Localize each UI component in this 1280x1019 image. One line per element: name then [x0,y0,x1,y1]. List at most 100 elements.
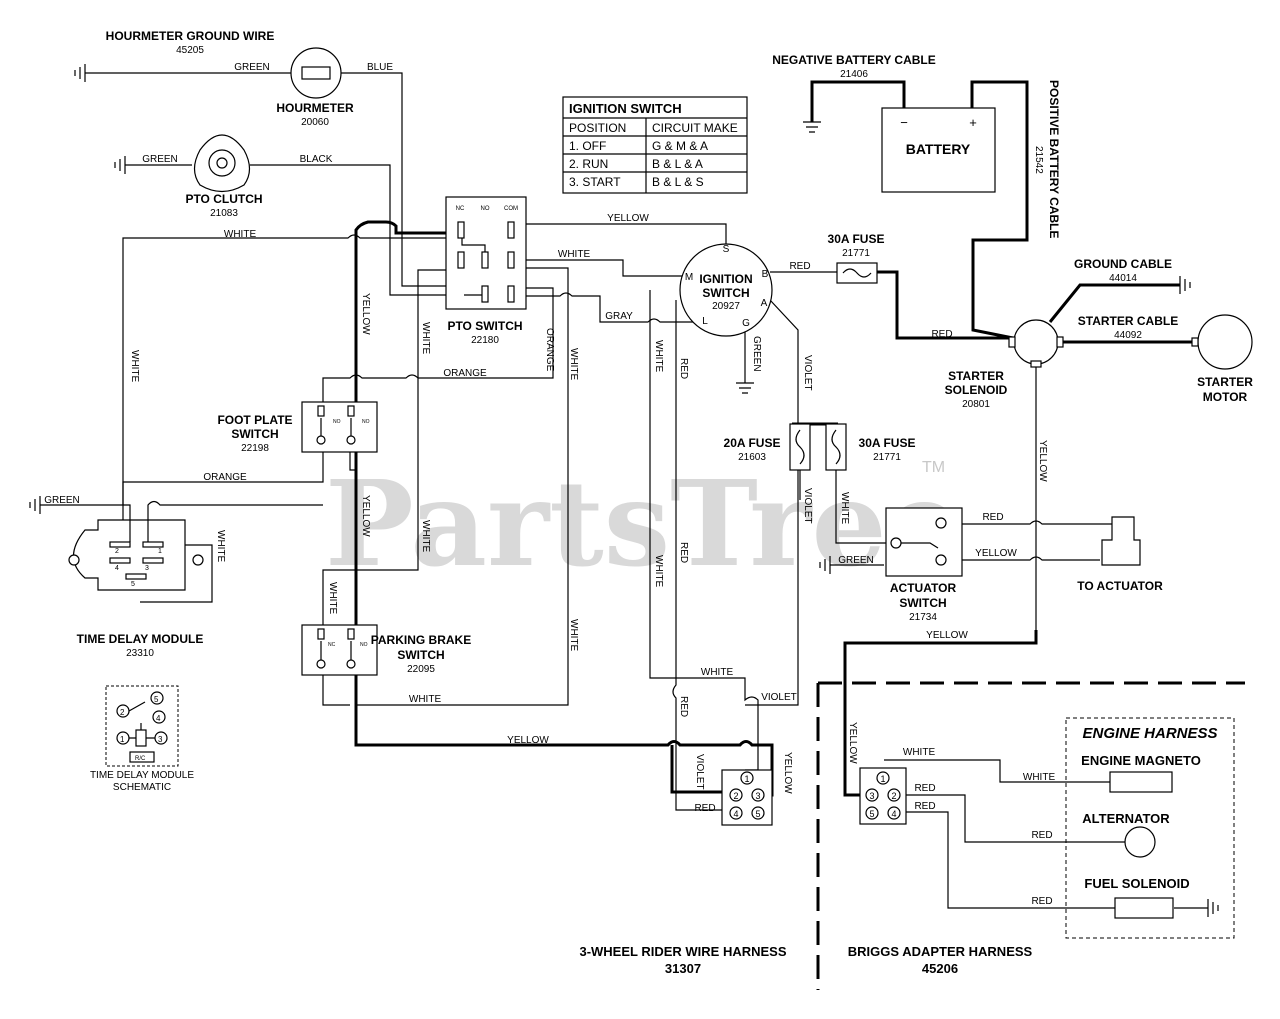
tdm-pin-2: 2 [115,548,119,555]
watermark-text: PartsTree [325,454,962,593]
parking-terminal-nc: NC [328,642,336,648]
wire-label-green: GREEN [142,154,178,165]
engine-harness-title: ENGINE HARNESS [1082,725,1217,742]
wire-label-red: RED [914,783,935,794]
gray-to-ignition-l [514,292,708,323]
tds-pin: 1 [120,735,125,744]
starter-cable-label: STARTER CABLE [1078,314,1178,328]
red-ignition-down [672,300,722,811]
tds-pin: 5 [154,695,159,704]
pto-clutch-label: PTO CLUTCH [185,192,262,206]
foot-plate-switch-label-1: FOOT PLATE [217,413,292,427]
wire-label-orange: ORANGE [443,368,487,379]
ignition-table-title: IGNITION SWITCH [569,101,682,116]
connector-pin: 3 [869,791,874,801]
connector-pin: 5 [755,809,760,819]
connector-pin: 2 [891,791,896,801]
tdm-pin-5: 5 [131,581,135,588]
time-delay-schematic-label-2: SCHEMATIC [113,782,171,793]
wire-label-yellow: YELLOW [360,495,371,537]
wires [40,72,1208,909]
wire-label-white: WHITE [558,249,591,260]
violet-thick-connector [670,745,722,794]
ground-icon [736,382,754,394]
wire-label-violet: VIOLET [761,692,797,703]
ignition-table-cell: 3. START [569,175,621,189]
wire-label-yellow: YELLOW [507,735,549,746]
wire-labels: GREEN BLUE GREEN BLACK WHITE YELLOW WHIT… [44,62,1055,907]
connector-pin: 3 [755,791,760,801]
parking-brake-switch-label-1: PARKING BRAKE [371,633,471,647]
hourmeter-label: HOURMETER [276,101,354,115]
yellow-bottom-thick [354,560,774,797]
wire-label-green: GREEN [751,336,762,372]
ground-cable-wire [1048,283,1180,323]
time-delay-module-label: TIME DELAY MODULE [77,632,204,646]
ignition-table-cell: 2. RUN [569,157,608,171]
starter-solenoid-label-1: STARTER [948,369,1004,383]
white-left-loop [122,234,466,505]
ground-icon [803,121,821,133]
ignition-terminal-g: G [742,318,750,329]
violet-ignition-a [745,299,799,706]
pto-switch-label: PTO SWITCH [447,319,522,333]
wire-label-white: WHITE [215,530,226,563]
ignition-table-cell: B & L & A [652,157,703,171]
wire-label-gray: GRAY [605,311,633,322]
wire-label-white: WHITE [1023,772,1056,783]
actuator-switch [885,507,963,577]
wire-label-green: GREEN [234,62,270,73]
ground-cable-label: GROUND CABLE [1074,257,1172,271]
yellow-to-ignition-s [514,223,727,246]
harness-connector-right [859,767,907,825]
wire-label-white: WHITE [420,322,431,355]
fuse-30a-top-label: 30A FUSE [828,232,885,246]
hourmeter-ground-wire-part: 45205 [176,45,204,56]
wire-label-white: WHITE [653,340,664,373]
wire-label-yellow: YELLOW [926,630,968,641]
fuse-30a-mid-part: 21771 [873,452,901,463]
parking-left-wire [322,668,350,706]
wire-label-white: WHITE [701,667,734,678]
connector-pin: 4 [733,809,738,819]
white-pto-down-wire [322,269,462,625]
alternator-label: ALTERNATOR [1082,811,1170,826]
foot-plate-terminal-no-2: NO [362,419,370,425]
wire-label-white: WHITE [903,747,936,758]
time-delay-module [68,519,204,591]
negative-battery-cable-wire [810,80,906,122]
white-ignition-down [649,290,759,771]
ignition-switch [679,243,773,337]
wire-label-white: WHITE [839,492,850,525]
pto-terminal-no: NO [481,206,490,212]
wire-label-red: RED [678,696,689,717]
engine-harness [1065,717,1235,939]
main-yellow-wire [354,220,466,560]
parking-brake-switch-part: 22095 [407,664,435,675]
briggs-harness-label: BRIGGS ADAPTER HARNESS [848,944,1033,959]
ground-icon [29,496,41,514]
pto-switch [445,196,527,310]
white-to-ignition-m [514,259,684,277]
positive-battery-cable-part: 21542 [1033,146,1044,174]
tds-pin: 4 [156,714,161,723]
tdm-white-wire [140,544,213,603]
wire-label-orange: ORANGE [203,472,247,483]
battery [881,107,996,193]
tdm-pin-3: 3 [145,565,149,572]
fuel-solenoid-label: FUEL SOLENOID [1084,876,1189,891]
ground-icon [819,556,831,574]
foot-plate-switch [301,401,378,453]
wire-label-white: WHITE [224,229,257,240]
wire-label-white: WHITE [568,348,579,381]
ignition-terminal-b: B [762,269,769,280]
time-delay-module-part: 23310 [126,648,154,659]
rider-harness-label: 3-WHEEL RIDER WIRE HARNESS [579,944,786,959]
orange-wire [122,287,554,520]
wire-label-yellow: YELLOW [782,752,793,794]
foot-plate-terminal-no-1: NO [333,419,341,425]
briggs-harness-part: 45206 [922,961,958,976]
wire-label-white: WHITE [129,350,140,383]
ground-icon [114,156,126,174]
wire-label-red: RED [694,803,715,814]
